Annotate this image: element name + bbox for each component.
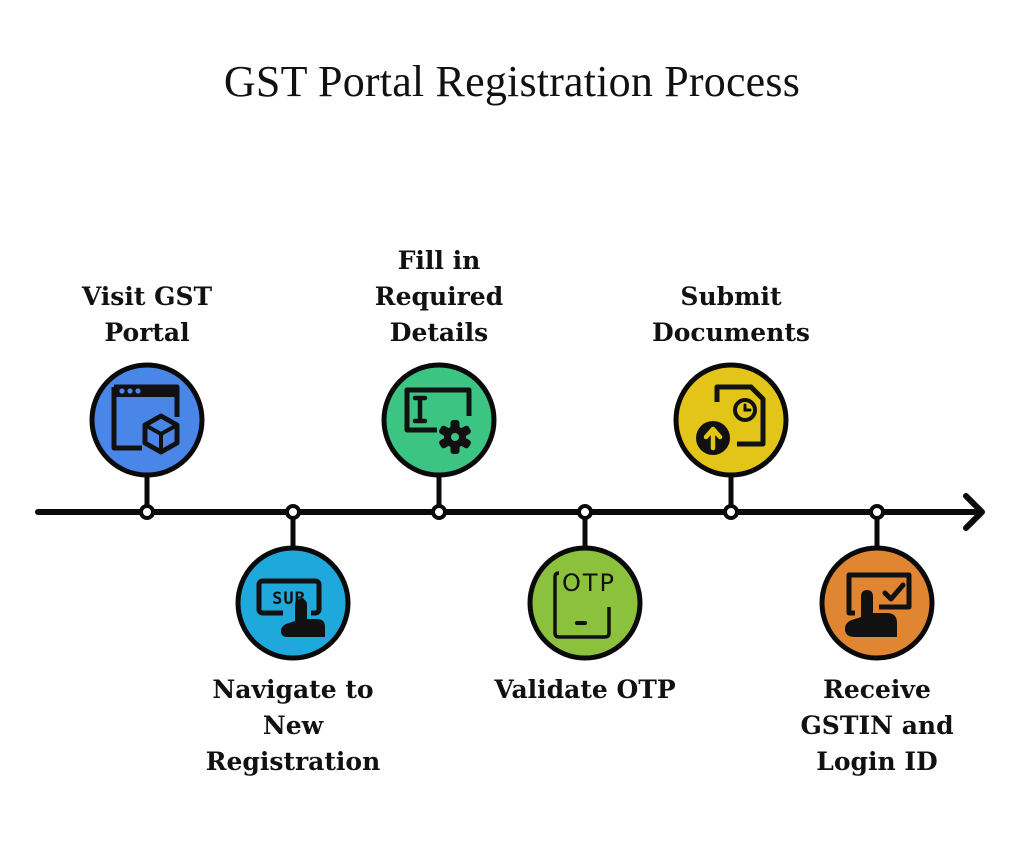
browser-box-icon — [111, 384, 180, 455]
timeline-step-3 — [381, 362, 497, 520]
timeline-step-1 — [89, 362, 205, 520]
timeline-step-6 — [819, 504, 935, 661]
timeline-junction-dot — [869, 504, 885, 520]
timeline-step-4: OTP — [527, 504, 643, 661]
diagram-title: GST Portal Registration Process — [223, 57, 801, 106]
icon-text: OTP — [562, 569, 616, 597]
step-label-1: Visit GST Portal — [81, 282, 213, 347]
step-label-2: Navigate to New Registration — [205, 675, 381, 776]
otp-phone-icon: OTP — [553, 569, 616, 639]
timeline-junction-dot — [723, 504, 739, 520]
step-circle — [89, 362, 205, 478]
step-circle — [819, 545, 935, 661]
timeline-junction-dot — [431, 504, 447, 520]
timeline-step-5 — [673, 362, 789, 520]
timeline-step-2: SUB — [235, 504, 351, 661]
step-label-4: Validate OTP — [494, 675, 676, 704]
step-circle — [381, 362, 497, 478]
step-circle — [527, 545, 643, 661]
document-upload-icon — [696, 384, 766, 455]
form-settings-icon — [404, 387, 472, 454]
touch-check-icon — [845, 572, 912, 637]
step-circle — [673, 362, 789, 478]
step-label-5: Submit Documents — [652, 282, 810, 347]
step-label-3: Fill in Required Details — [374, 246, 504, 347]
click-sub-button-icon: SUB — [256, 578, 325, 637]
step-label-6: Receive GSTIN and Login ID — [800, 675, 954, 776]
timeline-junction-dot — [285, 504, 301, 520]
timeline-junction-dot — [577, 504, 593, 520]
timeline-arrowhead-icon — [963, 493, 985, 531]
timeline-junction-dot — [139, 504, 155, 520]
